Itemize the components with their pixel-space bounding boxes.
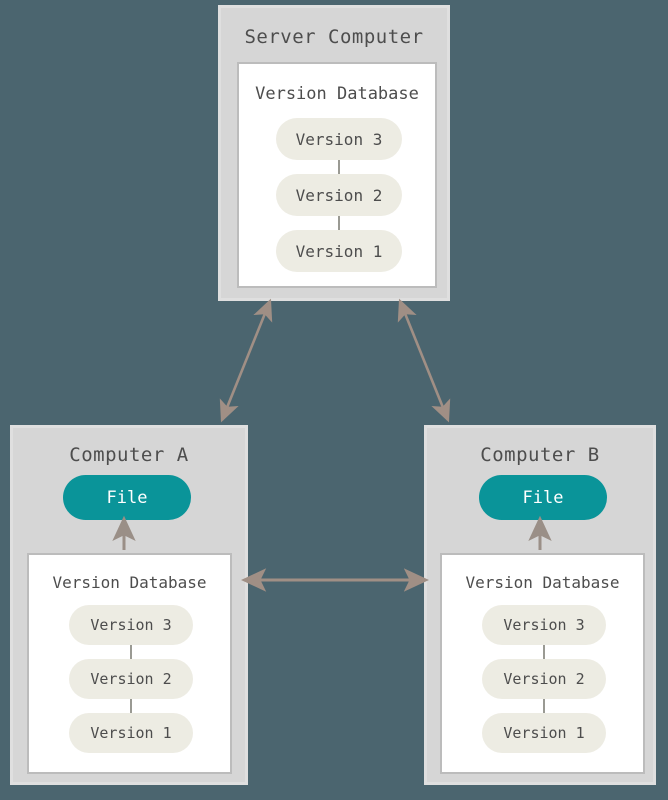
computer-b-version-pill-2[interactable]: Version 2 xyxy=(482,659,606,699)
server-version-pill-2-label: Version 2 xyxy=(295,185,383,205)
computer-b-version-pill-3-label: Version 3 xyxy=(503,616,585,634)
server-version-pill-3[interactable]: Version 3 xyxy=(276,118,402,160)
server-computer-title: Server Computer xyxy=(244,26,424,48)
computer-a-version-pill-2-label: Version 2 xyxy=(90,670,172,688)
server-version-connector-2-1 xyxy=(338,216,340,230)
computer-b-version-pill-1-label: Version 1 xyxy=(503,724,585,742)
computer-b-box[interactable]: Computer B File Version Database Version… xyxy=(424,425,656,785)
computer-a-version-connector-2-1 xyxy=(130,699,132,713)
computer-a-version-pill-1-label: Version 1 xyxy=(90,724,172,742)
computer-b-file-pill[interactable]: File xyxy=(479,475,607,520)
computer-a-version-pill-2[interactable]: Version 2 xyxy=(69,659,193,699)
computer-b-version-pill-1[interactable]: Version 1 xyxy=(482,713,606,753)
computer-a-version-database-title: Version Database xyxy=(52,573,207,592)
server-version-pill-2[interactable]: Version 2 xyxy=(276,174,402,216)
computer-b-file-label: File xyxy=(522,487,564,508)
computer-a-box[interactable]: Computer A File Version Database Version… xyxy=(10,425,248,785)
computer-a-version-pill-3[interactable]: Version 3 xyxy=(69,605,193,645)
computer-b-version-database-title: Version Database xyxy=(465,573,620,592)
computer-b-version-database-box[interactable]: Version Database Version 3 Version 2 Ver… xyxy=(440,553,645,774)
server-version-database-title: Version Database xyxy=(255,84,419,104)
computer-a-version-database-box[interactable]: Version Database Version 3 Version 2 Ver… xyxy=(27,553,232,774)
computer-a-file-pill[interactable]: File xyxy=(63,475,191,520)
server-computer-box[interactable]: Server Computer Version Database Version… xyxy=(218,5,450,301)
arrow-server-to-computer-a xyxy=(219,298,273,423)
computer-b-version-pill-2-label: Version 2 xyxy=(503,670,585,688)
server-version-pill-1-label: Version 1 xyxy=(295,241,383,261)
computer-b-version-pill-3[interactable]: Version 3 xyxy=(482,605,606,645)
computer-a-title: Computer A xyxy=(69,444,189,466)
computer-a-version-pill-3-label: Version 3 xyxy=(90,616,172,634)
arrow-server-to-computer-b xyxy=(397,298,451,423)
computer-b-version-connector-3-2 xyxy=(543,645,545,659)
server-version-connector-3-2 xyxy=(338,160,340,174)
computer-a-version-connector-3-2 xyxy=(130,645,132,659)
computer-b-title: Computer B xyxy=(480,444,600,466)
server-version-database-box[interactable]: Version Database Version 3 Version 2 Ver… xyxy=(237,62,437,288)
computer-a-version-pill-1[interactable]: Version 1 xyxy=(69,713,193,753)
computer-b-version-connector-2-1 xyxy=(543,699,545,713)
server-version-pill-1[interactable]: Version 1 xyxy=(276,230,402,272)
computer-a-file-label: File xyxy=(106,487,148,508)
server-version-pill-3-label: Version 3 xyxy=(295,129,383,149)
